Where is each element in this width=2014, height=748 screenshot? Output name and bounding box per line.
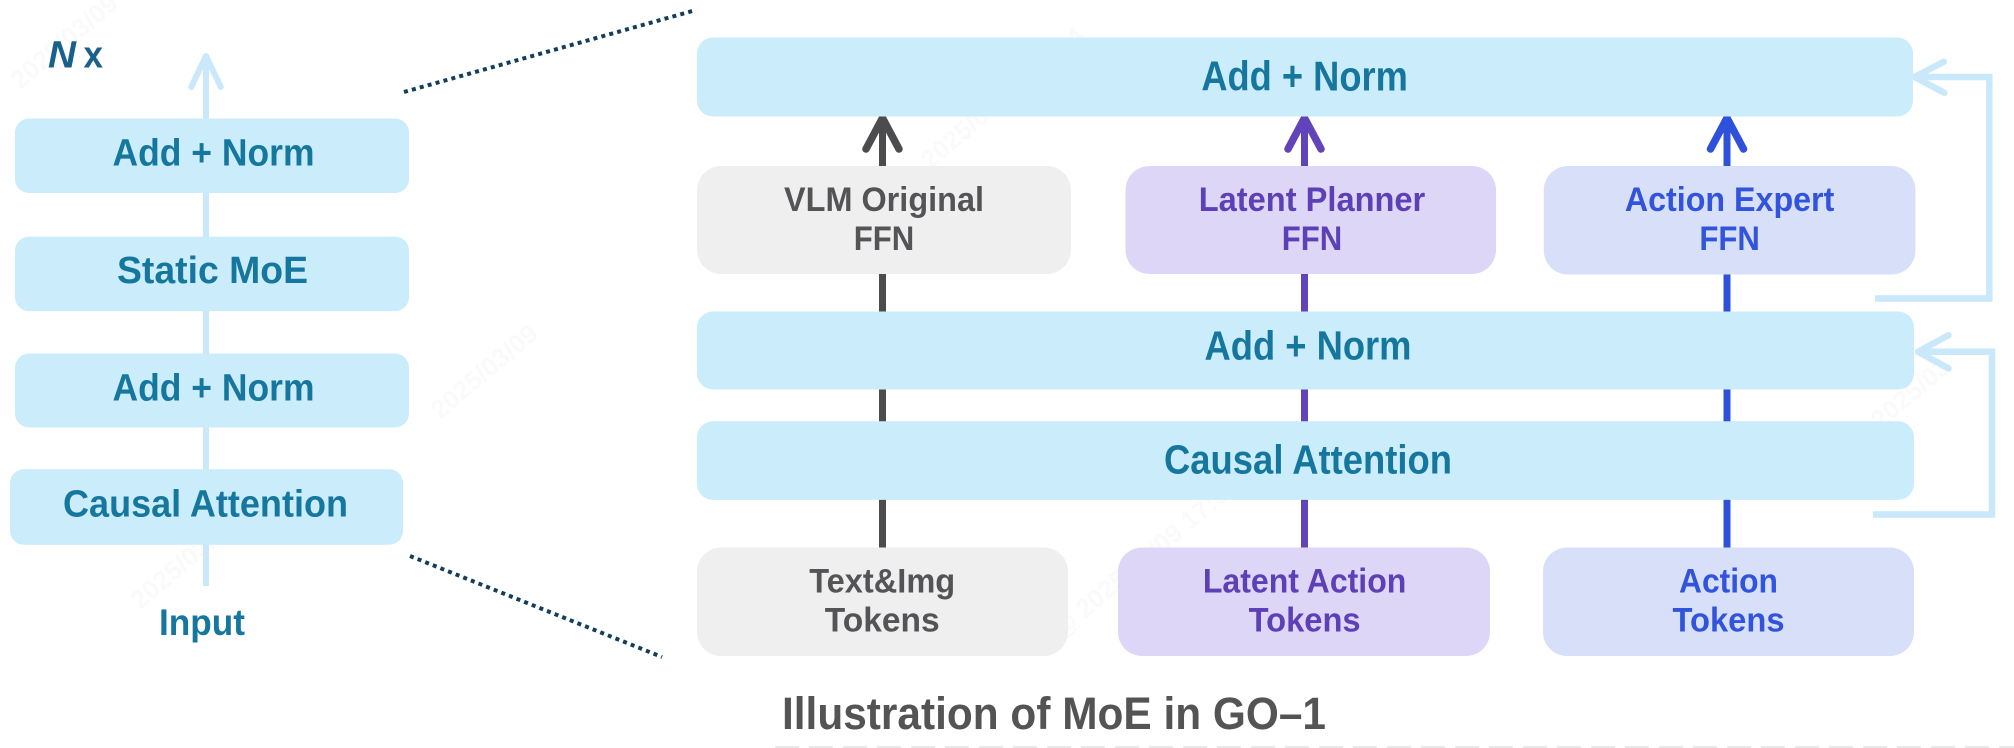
svg-text:Action: Action [1679,562,1778,600]
svg-text:Tokens: Tokens [825,602,940,640]
svg-text:Add + Norm: Add + Norm [113,368,315,410]
svg-text:Action Expert: Action Expert [1625,181,1835,219]
svg-text:Add + Norm: Add + Norm [113,133,315,175]
svg-text:N: N [48,35,78,77]
svg-text:VLM Original: VLM Original [784,181,984,219]
svg-text:x: x [84,35,104,77]
svg-text:Latent Action: Latent Action [1203,562,1407,600]
svg-text:Tokens: Tokens [1673,602,1785,640]
svg-text:Static MoE: Static MoE [117,250,308,292]
svg-text:Text&Img: Text&Img [809,562,955,600]
svg-text:FFN: FFN [1699,220,1760,258]
svg-text:Causal Attention: Causal Attention [63,484,348,526]
svg-text:2025/03/09: 2025/03/09 [425,318,544,425]
svg-text:Input: Input [159,602,245,643]
svg-text:Add + Norm: Add + Norm [1201,52,1408,99]
svg-text:Tokens: Tokens [1249,602,1361,640]
svg-text:Causal Attention: Causal Attention [1164,437,1452,483]
svg-text:Illustration of MoE in GO–1: Illustration of MoE in GO–1 [782,688,1326,739]
svg-text:FFN: FFN [854,220,915,258]
svg-text:FFN: FFN [1282,220,1343,258]
svg-text:Latent Planner: Latent Planner [1199,181,1426,219]
svg-text:Add + Norm: Add + Norm [1205,323,1412,369]
